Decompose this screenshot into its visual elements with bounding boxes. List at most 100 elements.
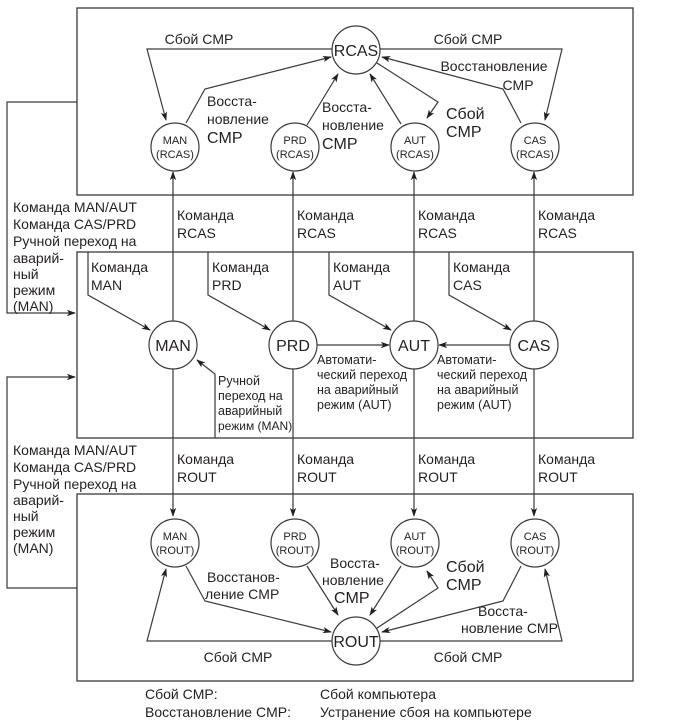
label-line: Команда bbox=[177, 207, 234, 223]
label-line: RCAS bbox=[177, 225, 216, 241]
label-top-fail-aut: Сбой CMP bbox=[446, 106, 485, 141]
node-prd-rcas-sublabel: (RCAS) bbox=[276, 149, 314, 161]
label-manual-fallback: Ручной переход на аварийный режим (MAN) bbox=[218, 374, 292, 433]
label-line: CMP bbox=[446, 577, 482, 594]
arrow-cas-rout-restore-to-rout bbox=[381, 565, 522, 634]
label-line: CAS bbox=[453, 277, 482, 293]
label-line: новление CMP bbox=[461, 620, 558, 636]
label-line: аварий- bbox=[13, 250, 64, 266]
label-bot-fail-right: Сбой CMP bbox=[434, 649, 503, 665]
arrow-rcas-fail-to-man-rcas bbox=[146, 48, 333, 121]
label-top-restore-right-2: CMP bbox=[502, 77, 533, 93]
label-line: режим bbox=[13, 524, 55, 540]
node-aut-rout-sublabel: (ROUT) bbox=[396, 545, 435, 557]
node-rout-label: ROUT bbox=[333, 634, 379, 651]
node-cas-rcas-label: CAS bbox=[524, 135, 547, 147]
node-aut-rcas-label: AUT bbox=[404, 135, 426, 147]
label-line: Ручной bbox=[218, 374, 260, 388]
label-line: RCAS bbox=[297, 225, 336, 241]
label-line: ROUT bbox=[538, 469, 578, 485]
node-cas-rout: CAS (ROUT) bbox=[510, 518, 560, 568]
node-cas-rout-sublabel: (ROUT) bbox=[516, 545, 555, 557]
label-cmd-man: Команда MAN bbox=[91, 259, 148, 293]
label-line: на аварийный bbox=[437, 383, 519, 397]
label-top-restore-man: Восста- новление CMP bbox=[207, 93, 269, 147]
label-line: Ручной переход на bbox=[13, 233, 137, 249]
node-aut-rout: AUT (ROUT) bbox=[390, 518, 440, 568]
label-line: Команда MAN/AUT bbox=[13, 442, 137, 458]
label-line: Автомати- bbox=[437, 353, 496, 367]
arrow-rout-fail-to-cas-rout bbox=[380, 568, 563, 642]
node-aut-rout-label: AUT bbox=[404, 531, 426, 543]
node-aut: AUT bbox=[389, 320, 439, 370]
arrow-cmd-man bbox=[87, 252, 151, 331]
label-line: Команда bbox=[418, 451, 475, 467]
label-side-commands-bottom: Команда MAN/AUT Команда CAS/PRD Ручной п… bbox=[13, 442, 137, 556]
label-cmd-rout-prd: Команда ROUT bbox=[297, 451, 354, 485]
arrow-aut-rcas-restore-to-rcas bbox=[369, 73, 402, 125]
node-man-rout: MAN (ROUT) bbox=[150, 518, 200, 568]
arrow-prd-rcas-restore-to-rcas bbox=[306, 73, 339, 126]
node-prd: PRD bbox=[268, 320, 318, 370]
label-line: Команда bbox=[538, 207, 595, 223]
label-line: ление CMP bbox=[205, 586, 279, 602]
node-prd-rcas-label: PRD bbox=[283, 135, 306, 147]
label-cmd-rout-man: Команда ROUT bbox=[177, 451, 234, 485]
node-aut-label: AUT bbox=[398, 338, 430, 355]
label-top-fail-left: Сбой CMP bbox=[165, 31, 234, 47]
label-line: RCAS bbox=[418, 225, 457, 241]
legend-definition-restore: Устранение сбоя на компьютере bbox=[320, 704, 532, 720]
label-line: Команда bbox=[297, 451, 354, 467]
label-cmd-rcas-aut: Команда RCAS bbox=[418, 207, 475, 241]
label-line: PRD bbox=[212, 277, 242, 293]
label-line: ческий переход bbox=[317, 368, 408, 382]
node-man-rcas-label: MAN bbox=[163, 135, 188, 147]
label-line: Команда bbox=[418, 207, 475, 223]
label-cmd-rout-aut: Команда ROUT bbox=[418, 451, 475, 485]
label-line: Команда bbox=[538, 451, 595, 467]
label-cmd-rcas-man: Команда RCAS bbox=[177, 207, 234, 241]
label-line: Команда CAS/PRD bbox=[13, 459, 136, 475]
label-line: аварий- bbox=[13, 492, 64, 508]
arrow-man-rcas-restore-to-rcas bbox=[185, 55, 332, 124]
label-line: AUT bbox=[333, 277, 361, 293]
label-line: MAN bbox=[91, 277, 122, 293]
label-line: ROUT bbox=[418, 469, 458, 485]
arrow-prd-rout-restore-to-rout bbox=[306, 565, 339, 616]
label-top-fail-right: Сбой CMP bbox=[434, 31, 503, 47]
label-line: новление bbox=[322, 117, 384, 133]
label-cmd-aut: Команда AUT bbox=[333, 259, 390, 293]
node-prd-rcas: PRD (RCAS) bbox=[270, 122, 320, 172]
label-cmd-cas: Команда CAS bbox=[453, 259, 510, 293]
label-line: режим (MAN) bbox=[218, 419, 292, 433]
label-line: ческий переход bbox=[437, 368, 528, 382]
label-cmd-rout-cas: Команда ROUT bbox=[538, 451, 595, 485]
label-bot-fail-aut: Сбой CMP bbox=[446, 559, 485, 594]
label-line: режим (AUT) bbox=[437, 398, 512, 412]
label-line: CMP bbox=[322, 136, 358, 153]
label-auto-fallback-cas: Автомати- ческий переход на аварийный ре… bbox=[437, 353, 528, 412]
label-line: новление bbox=[322, 572, 384, 588]
label-line: Команда CAS/PRD bbox=[13, 216, 136, 232]
label-line: RCAS bbox=[538, 225, 577, 241]
label-top-restore-prd: Восста- новление CMP bbox=[322, 99, 384, 153]
label-cmd-prd: Команда PRD bbox=[212, 259, 269, 293]
node-rcas-label: RCAS bbox=[334, 43, 378, 60]
label-line: (MAN) bbox=[13, 298, 53, 314]
arrow-cmd-aut bbox=[328, 252, 392, 331]
label-bot-restore-prd: Восста- новление CMP bbox=[322, 555, 384, 607]
node-man-rcas: MAN (RCAS) bbox=[150, 122, 200, 172]
label-cmd-rcas-prd: Команда RCAS bbox=[297, 207, 354, 241]
label-line: Команда MAN/AUT bbox=[13, 199, 137, 215]
label-line: Команда bbox=[297, 207, 354, 223]
node-cas-rcas-sublabel: (RCAS) bbox=[516, 149, 554, 161]
label-side-commands-top: Команда MAN/AUT Команда CAS/PRD Ручной п… bbox=[13, 199, 137, 314]
label-line: Команда bbox=[212, 259, 269, 275]
label-bot-fail-left: Сбой CMP bbox=[204, 649, 273, 665]
arrow-cas-rcas-restore-to-rcas bbox=[381, 56, 522, 124]
normal-mode-box bbox=[76, 251, 634, 439]
node-man-label: MAN bbox=[155, 338, 191, 355]
label-line: Команда bbox=[177, 451, 234, 467]
arrow-rout-fail-to-man-rout bbox=[146, 568, 333, 642]
